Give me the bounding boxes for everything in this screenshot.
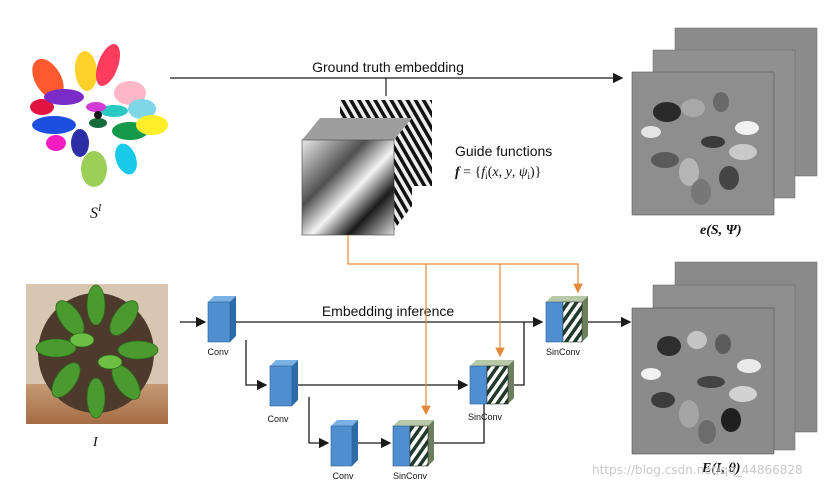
guide-formula: f = {fi(x, y, ψi)} (455, 165, 541, 181)
network-arrows (180, 316, 632, 449)
conv-block-2 (269, 360, 298, 407)
sinconv-label-1: SinConv (393, 471, 428, 481)
guide-label: Guide functions (455, 143, 552, 159)
gt-embedding-output (631, 27, 818, 216)
inference-label: Embedding inference (322, 303, 455, 319)
top-label: Ground truth embedding (312, 59, 464, 75)
watermark: https://blog.csdn.net/qq_44866828 (592, 463, 803, 477)
input-plant-photo (26, 284, 168, 424)
conv-label-2: Conv (267, 414, 289, 424)
conv-block-3 (330, 420, 358, 467)
gt-segmentation-image (30, 44, 168, 187)
input-label: I (92, 435, 99, 450)
sinconv-label-3: SinConv (546, 347, 581, 357)
conv-label-3: Conv (332, 471, 354, 481)
gt-image-label: SI (90, 203, 102, 222)
conv-label-1: Conv (207, 347, 229, 357)
sinconv-block-2 (469, 360, 514, 405)
guide-functions-stack (301, 100, 432, 236)
sinconv-block-3 (545, 296, 588, 343)
sinconv-label-2: SinConv (468, 412, 503, 422)
pred-embedding-output (631, 261, 818, 455)
sinconv-block-1 (392, 420, 434, 467)
pred-output-label: E(I, θ) (701, 461, 740, 476)
gt-output-label: e(S, Ψ) (700, 223, 742, 238)
guide-arrows (347, 235, 583, 416)
conv-block-1 (207, 296, 236, 343)
